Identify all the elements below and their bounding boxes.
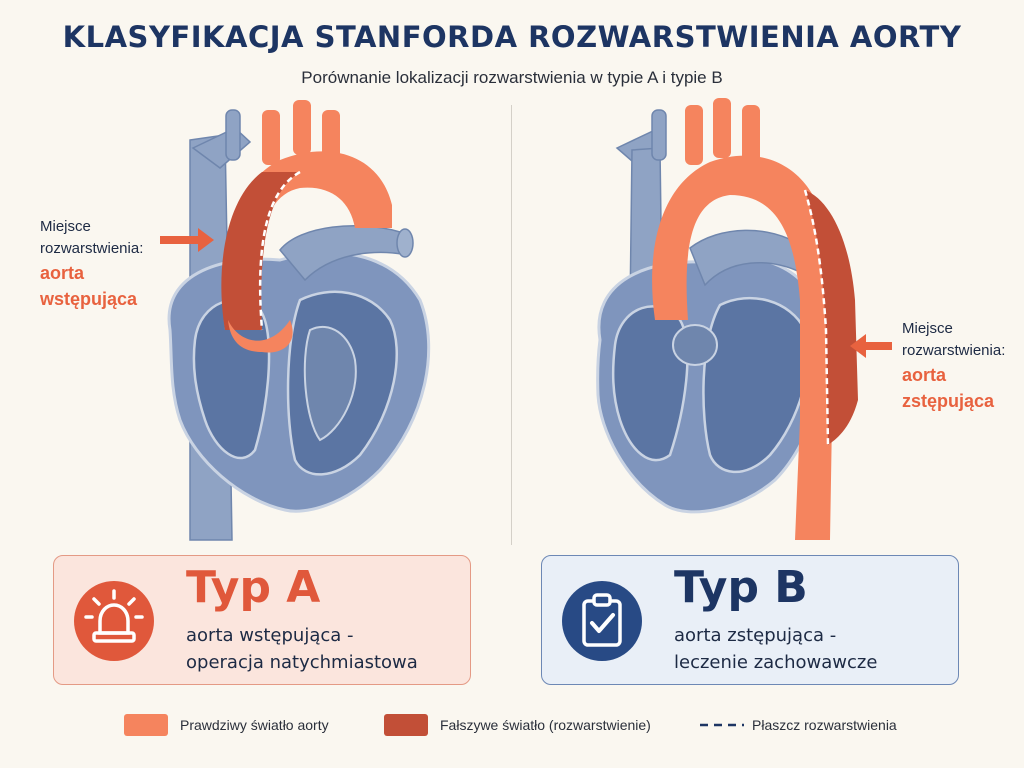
- callout-value-b-1: aorta: [902, 365, 947, 385]
- legend-label-false-lumen: Fałszywe światło (rozwarstwienie): [440, 717, 651, 733]
- card-desc-a-line2: operacja natychmiastowa: [186, 652, 418, 673]
- legend-swatch-flap: [700, 723, 744, 727]
- callout-label-a-1: Miejsce: [40, 218, 91, 235]
- legend-swatch-false-lumen: [384, 714, 428, 736]
- card-desc-b-line1: aorta zstępująca -: [674, 625, 837, 646]
- callout-label-a-2: rozwarstwienia:: [40, 240, 144, 257]
- aorta-true-lumen-b: [652, 155, 832, 540]
- legend-true-lumen: Prawdziwy światło aorty: [124, 710, 404, 740]
- heart-type-b: [596, 98, 892, 540]
- card-title-a: Typ A: [186, 562, 321, 613]
- callout-value-b-2: zstępująca: [902, 391, 995, 411]
- callout-value-a-2: wstępująca: [40, 289, 138, 309]
- callout-label-b-1: Miejsce: [902, 320, 953, 337]
- dissection-flap-b: [803, 189, 830, 446]
- card-type-b: Typ B aorta zstępująca - leczenie zachow…: [541, 555, 959, 685]
- false-lumen-b: [805, 190, 858, 445]
- callout-type-b: Miejsce rozwarstwienia: aorta zstępująca: [902, 318, 1005, 414]
- callout-arrow-b: [850, 334, 892, 358]
- card-desc-b: aorta zstępująca - leczenie zachowawcze: [674, 622, 877, 676]
- card-desc-a-line1: aorta wstępująca -: [186, 625, 354, 646]
- callout-label-b-2: rozwarstwienia:: [902, 342, 1006, 359]
- legend-label-true-lumen: Prawdziwy światło aorty: [180, 717, 329, 733]
- dissection-flap-a: [258, 170, 301, 331]
- callout-type-a: Miejsce rozwarstwienia: aorta wstępująca: [40, 216, 143, 312]
- clipboard-check-icon: [562, 581, 642, 661]
- callout-value-a-1: aorta: [40, 263, 85, 283]
- legend-false-lumen: Fałszywe światło (rozwarstwienie): [384, 710, 684, 740]
- page-subtitle: Porównanie lokalizacji rozwarstwienia w …: [301, 68, 723, 87]
- card-title-b: Typ B: [674, 562, 808, 613]
- legend-flap: Płaszcz rozwarstwienia: [700, 710, 920, 740]
- page-title: KLASYFIKACJA STANFORDA ROZWARSTWIENIA AO…: [62, 20, 962, 54]
- card-type-a: Typ A aorta wstępująca - operacja natych…: [53, 555, 471, 685]
- callout-arrow-a: [160, 228, 214, 252]
- legend-label-flap: Płaszcz rozwarstwienia: [752, 717, 897, 733]
- alarm-siren-icon: [74, 581, 154, 661]
- panel-divider: [511, 105, 512, 545]
- card-desc-b-line2: leczenie zachowawcze: [674, 652, 878, 673]
- legend-swatch-true-lumen: [124, 714, 168, 736]
- heart-type-a: [160, 100, 431, 541]
- card-desc-a: aorta wstępująca - operacja natychmiasto…: [186, 622, 418, 676]
